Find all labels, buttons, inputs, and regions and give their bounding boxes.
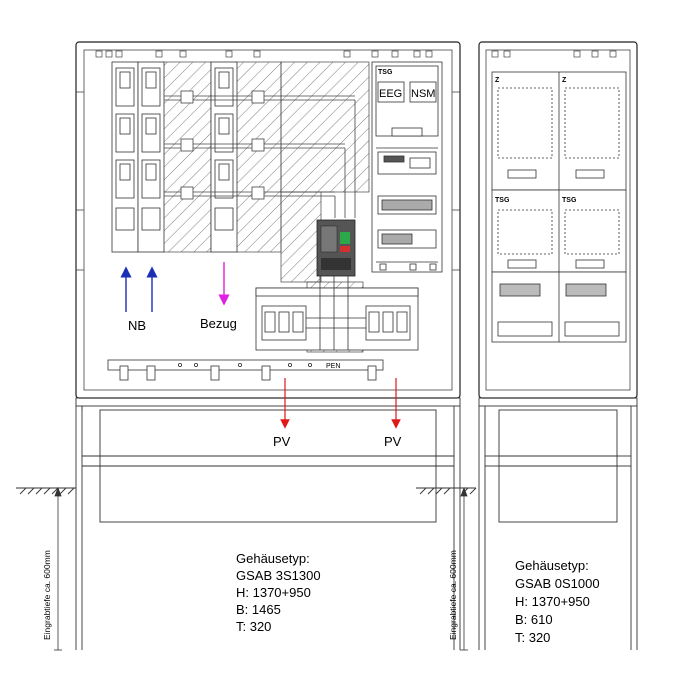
circuit-breaker — [316, 219, 356, 277]
left-base — [75, 397, 461, 650]
housing-right-heading: Gehäusetyp: — [515, 558, 589, 573]
tsg-top-label: TSG — [378, 69, 393, 76]
housing-spec-left: Gehäusetyp: GSAB 3S1300 H: 1370+950 B: 1… — [236, 551, 321, 634]
nb-label: NB — [128, 318, 146, 333]
lower-distribution — [255, 276, 419, 351]
tsg-right-label: TSG — [562, 197, 577, 204]
housing-right-width: B: 610 — [515, 612, 553, 627]
pen-label: PEN — [326, 363, 340, 370]
ground-middle — [416, 487, 477, 495]
tsg-left-label: TSG — [495, 197, 510, 204]
meter-panel — [371, 61, 443, 273]
ground-left — [16, 487, 76, 495]
housing-right-model: GSAB 0S1000 — [515, 576, 600, 591]
nsm-label: NSM — [411, 88, 435, 100]
depth-dimension-left — [54, 486, 62, 651]
housing-right-depth: T: 320 — [515, 630, 550, 645]
right-top-mounts — [491, 50, 617, 58]
right-cabinet-inner — [485, 49, 631, 391]
eeg-label: EEG — [379, 88, 402, 100]
housing-left-height: H: 1370+950 — [236, 585, 311, 600]
housing-left-width: B: 1465 — [236, 602, 281, 617]
bezug-label: Bezug — [200, 316, 237, 331]
right-base — [478, 397, 638, 650]
depth-dimension-right — [460, 486, 468, 651]
fuse-column-1 — [111, 61, 139, 253]
right-meter-fields — [491, 71, 627, 343]
z-right-label: Z — [562, 77, 567, 84]
z-left-label: Z — [495, 77, 500, 84]
left-cabinet: TSG EEG NSM — [75, 41, 461, 399]
left-cabinet-inner — [83, 49, 453, 391]
pv-label-right: PV — [384, 434, 402, 449]
depth-label-left: Eingrabtiefe ca. 600mm — [42, 550, 52, 640]
left-top-mounts — [95, 50, 433, 58]
fuse-column-3 — [210, 61, 238, 253]
depth-label-right: Eingrabtiefe ca. 600mm — [448, 550, 458, 640]
right-cabinet: Z Z TSG TSG — [478, 41, 638, 399]
pen-busbar — [107, 359, 384, 381]
pv-label-left: PV — [273, 434, 291, 449]
left-edge-ticks — [76, 91, 460, 271]
housing-left-depth: T: 320 — [236, 619, 271, 634]
busbars — [164, 90, 356, 218]
fuse-column-2 — [137, 61, 165, 253]
housing-left-model: GSAB 3S1300 — [236, 568, 321, 583]
housing-left-heading: Gehäusetyp: — [236, 551, 310, 566]
housing-right-height: H: 1370+950 — [515, 594, 590, 609]
housing-spec-right: Gehäusetyp: GSAB 0S1000 H: 1370+950 B: 6… — [515, 558, 600, 645]
